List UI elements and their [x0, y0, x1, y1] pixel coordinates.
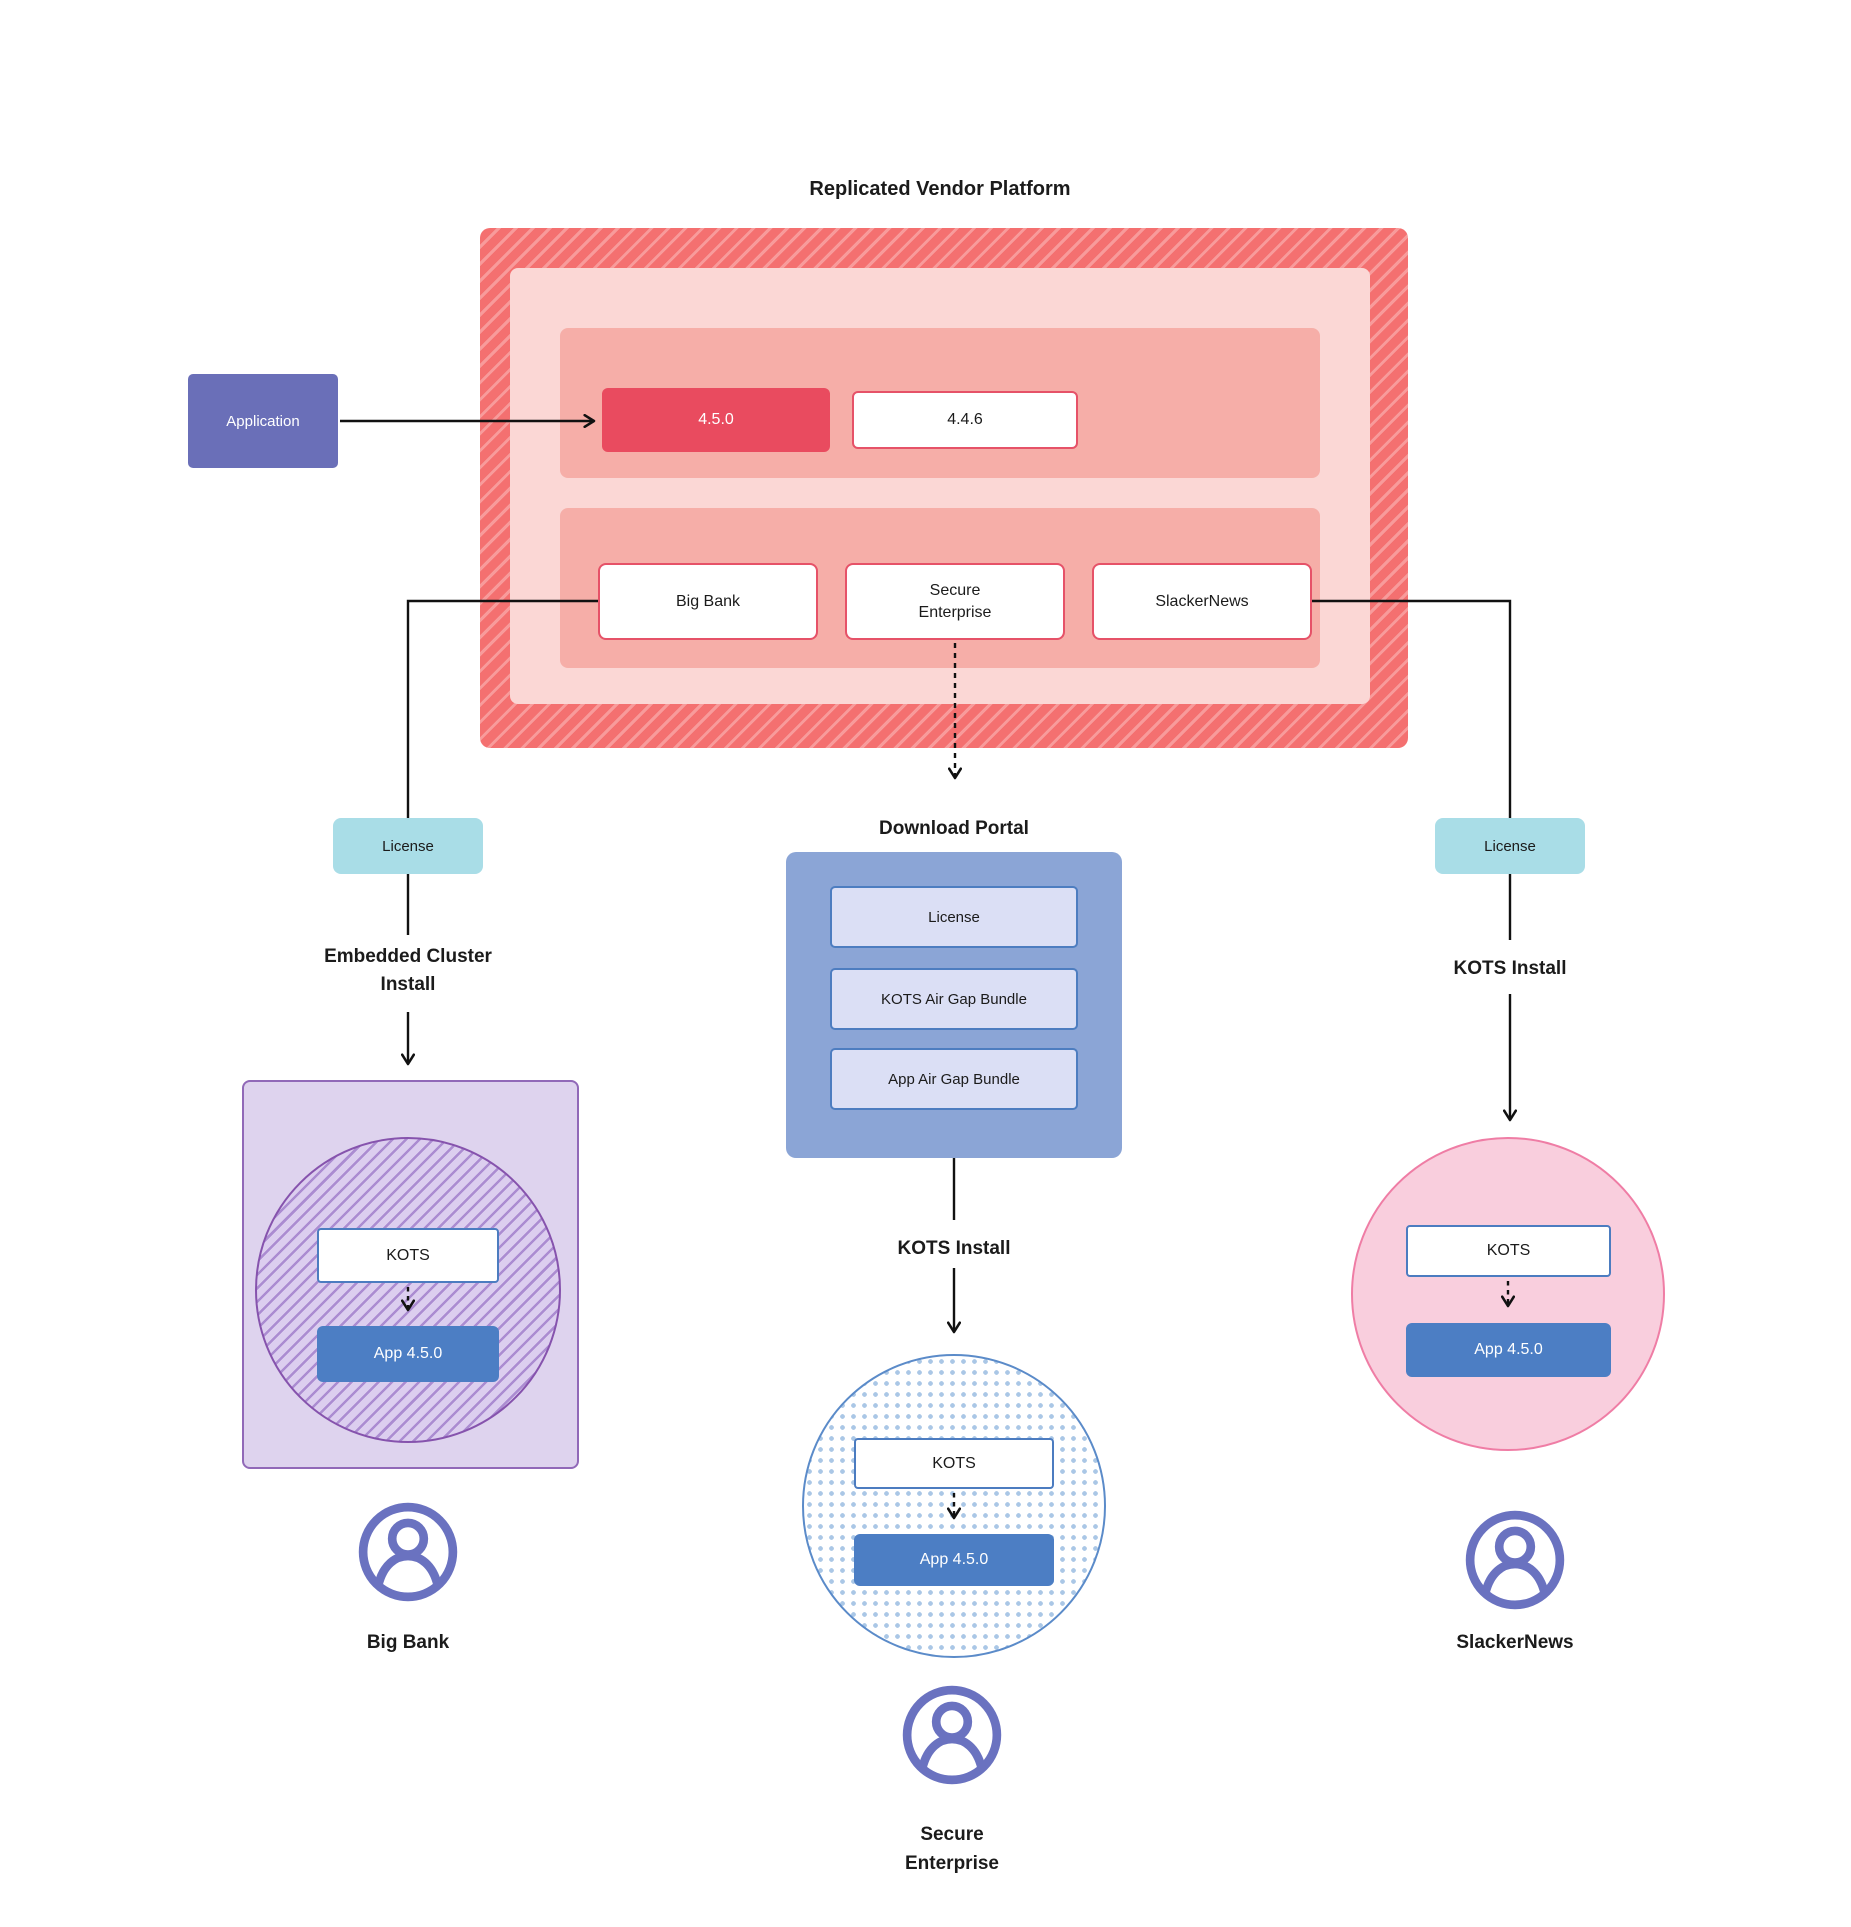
release-box-4-4-6: 4.4.6 [852, 391, 1078, 449]
customer-box-big-bank: Big Bank [598, 563, 818, 640]
person-icon-slackernews [1465, 1510, 1565, 1610]
kots-install-label-mid: KOTS Install [897, 1238, 1011, 1259]
customer-box-slackernews: SlackerNews [1092, 563, 1312, 640]
person-label-secure-line2: Enterprise [905, 1853, 999, 1874]
download-portal-label: Download Portal [879, 818, 1029, 839]
release-box-4-5-0: 4.5.0 [602, 388, 830, 452]
diagram-title: Replicated Vendor Platform [809, 178, 1071, 200]
person-label-secure-line1: Secure [920, 1824, 984, 1845]
portal-item-license: License [830, 886, 1078, 948]
person-icon-secure-enterprise [902, 1685, 1002, 1785]
kots-install-label-right: KOTS Install [1453, 958, 1567, 979]
app-box-left: App 4.5.0 [317, 1326, 499, 1382]
embedded-cluster-install-label: Embedded Cluster Install [324, 946, 492, 995]
app-box-mid: App 4.5.0 [854, 1534, 1054, 1586]
portal-item-kots-airgap-bundle: KOTS Air Gap Bundle [830, 968, 1078, 1030]
license-badge-left: License [333, 818, 483, 874]
person-label-big-bank: Big Bank [366, 1632, 450, 1653]
kots-box-left: KOTS [317, 1228, 499, 1283]
app-box-right: App 4.5.0 [1406, 1323, 1611, 1377]
embedded-cluster-circle [255, 1137, 561, 1443]
airgap-cluster-circle [802, 1354, 1106, 1658]
portal-item-app-airgap-bundle: App Air Gap Bundle [830, 1048, 1078, 1110]
person-label-slackernews: SlackerNews [1456, 1632, 1574, 1653]
kots-box-mid: KOTS [854, 1438, 1054, 1489]
person-label-secure-enterprise: Secure Enterprise [852, 1820, 1052, 1878]
person-icon-big-bank [358, 1502, 458, 1602]
customer-box-secure-enterprise-label: Secure Enterprise [918, 581, 992, 621]
customer-box-secure-enterprise: Secure Enterprise [845, 563, 1065, 640]
kots-box-right: KOTS [1406, 1225, 1611, 1277]
license-badge-right: License [1435, 818, 1585, 874]
application-box: Application [188, 374, 338, 468]
existing-cluster-circle [1351, 1137, 1665, 1451]
